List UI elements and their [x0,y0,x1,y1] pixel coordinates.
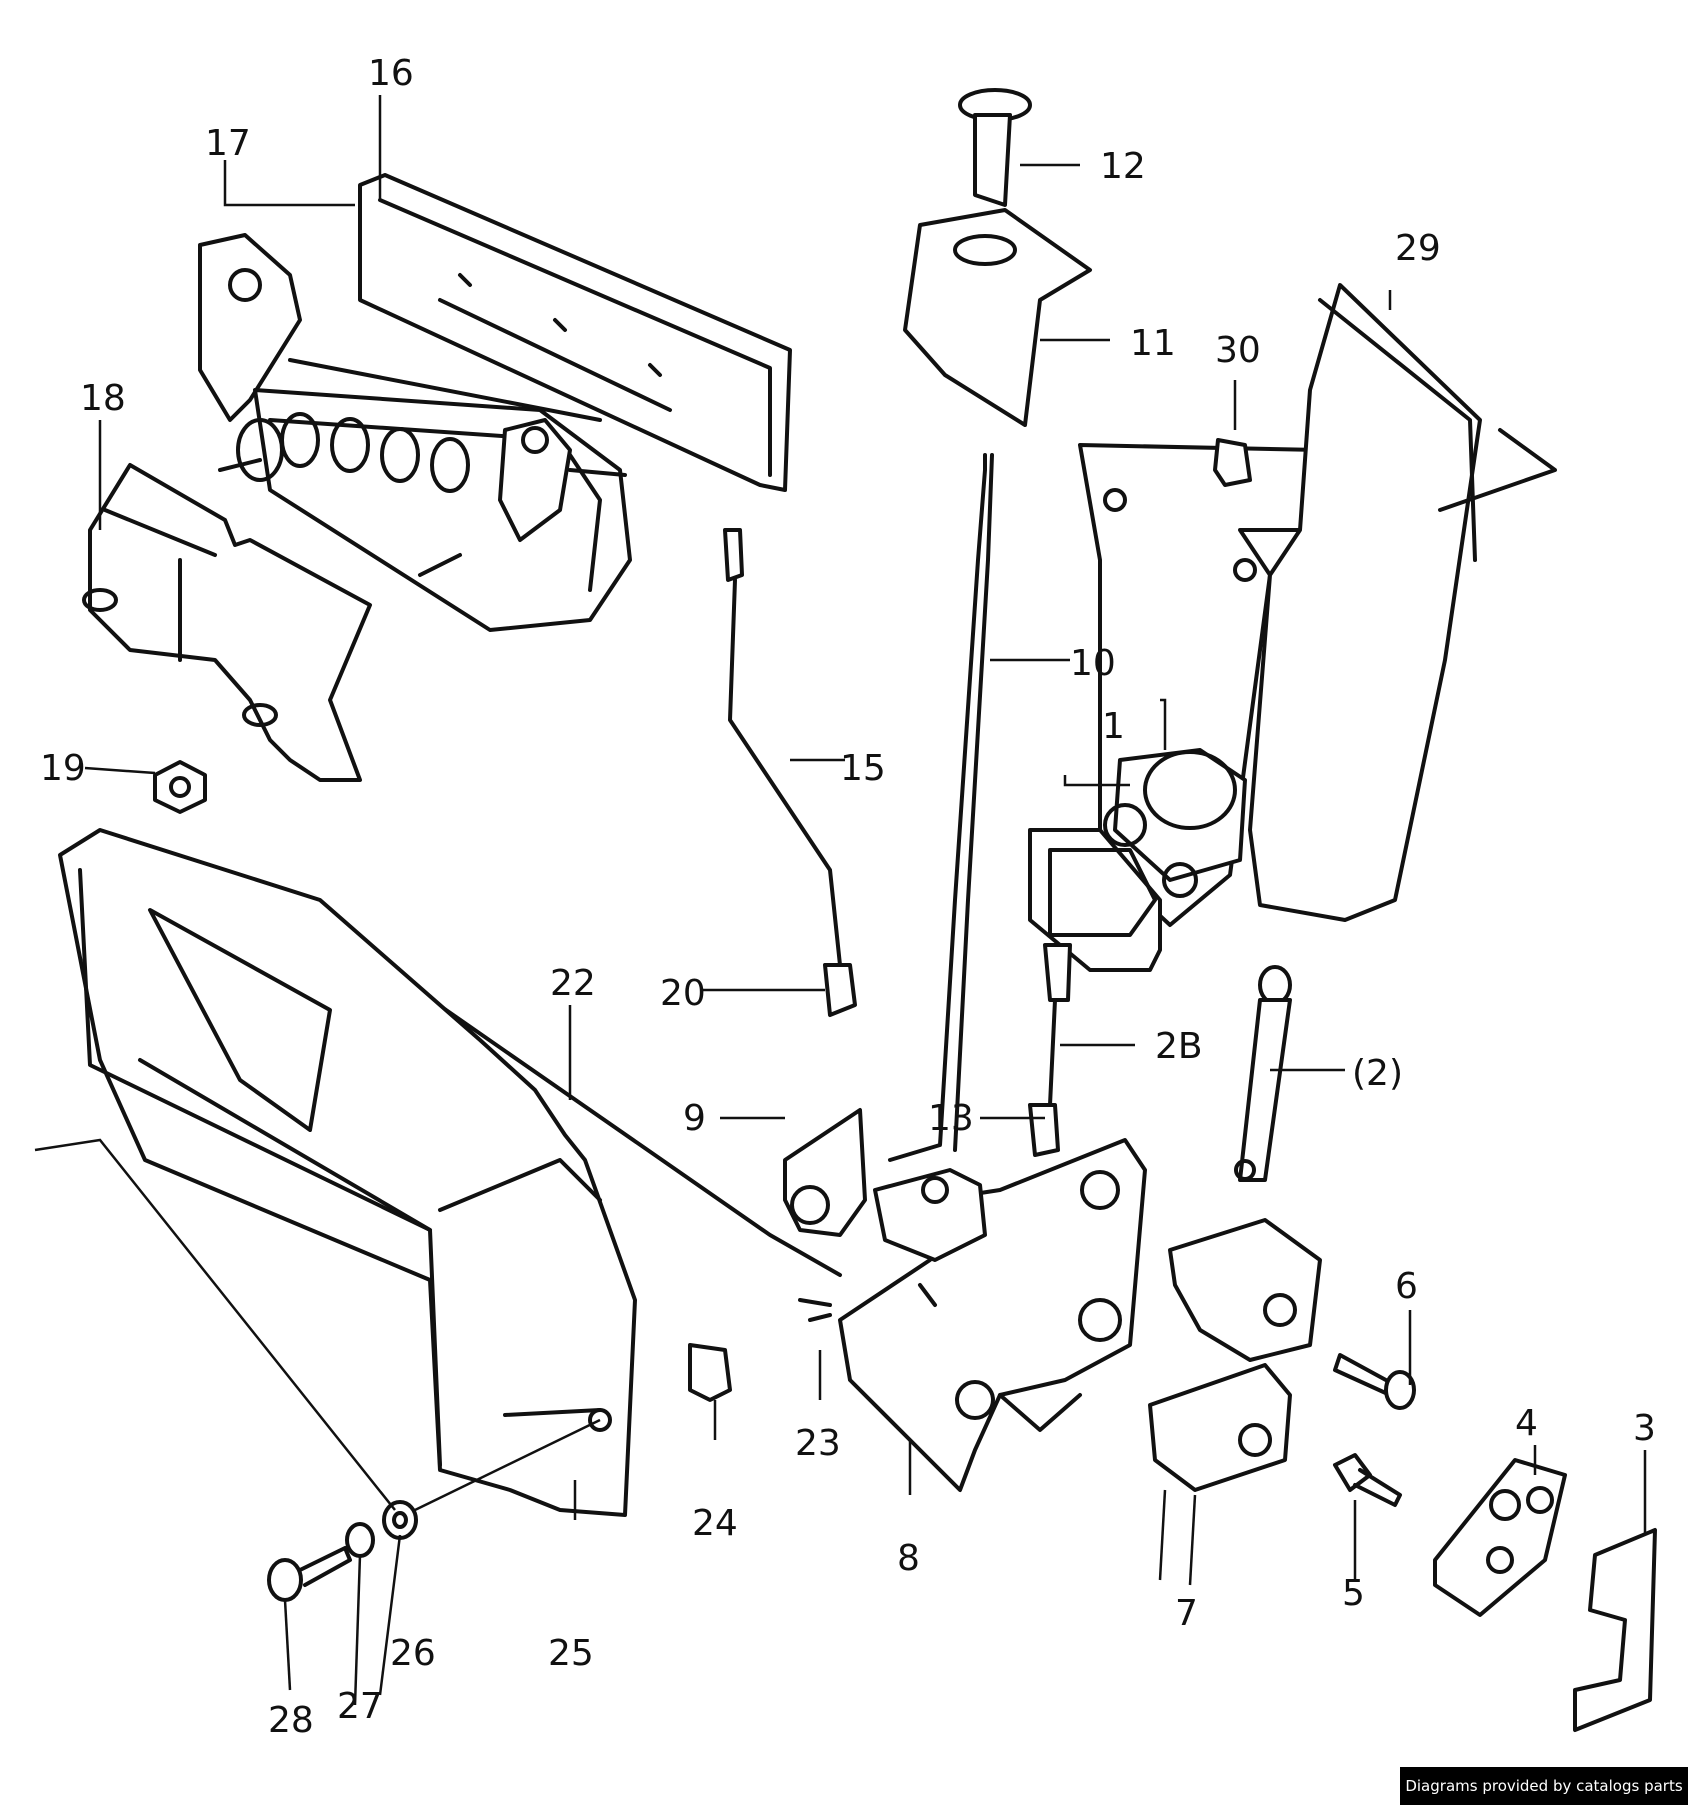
callout-2p: (2) [1352,1053,1403,1094]
callout-2B: 2B [1155,1026,1203,1067]
part-25-inner-panel [58,828,637,1517]
footer-credit: Diagrams provided by catalogs parts [1400,1767,1688,1805]
part-30-clip [1213,438,1252,487]
part-5-bolt [1333,1453,1402,1507]
callout-16: 16 [368,53,414,94]
part-8-lock-mechanism [838,1138,1147,1492]
part-7-striker-block [1148,1218,1322,1492]
part-16-handle-cover [358,173,792,492]
callout-12: 12 [1100,146,1146,187]
part-4-plate [1433,1458,1567,1617]
leader-lines [34,95,1647,1706]
part-24-connector [688,1343,732,1402]
callout-26: 26 [390,1633,436,1674]
callout-29: 29 [1395,228,1441,269]
callout-17: 17 [205,123,251,164]
part-28-screw [267,1546,352,1602]
callout-24: 24 [692,1503,738,1544]
callout-15: 15 [840,748,886,789]
callout-10: 10 [1070,643,1116,684]
part-12-pin [958,88,1032,207]
part-18-bracket [82,463,372,782]
part-23-clip [798,1298,832,1322]
part-6-screw [1333,1353,1416,1410]
part-9-lever [783,1108,867,1237]
callout-8: 8 [897,1538,920,1579]
callout-20: 20 [660,973,706,1014]
callout-3: 3 [1633,1408,1656,1449]
part-19-nut [153,760,207,814]
callout-19: 19 [40,748,86,789]
part-20-clip [823,963,857,1017]
part-3-shim [1573,1528,1657,1732]
part-17-handle-assembly [198,233,632,632]
callout-6: 6 [1395,1266,1418,1307]
callout-1: 1 [1102,706,1125,747]
part-10-rod [888,453,994,1162]
part-1-lock-cylinder [1028,748,1247,972]
callout-28: 28 [268,1700,314,1741]
callout-7: 7 [1175,1593,1198,1634]
part-2-rod-end [1234,965,1292,1182]
callout-18: 18 [80,378,126,419]
callout-9: 9 [683,1098,706,1139]
callout-30: 30 [1215,330,1261,371]
part-26-washer [382,1500,418,1540]
callout-27: 27 [337,1686,383,1727]
callout-23: 23 [795,1423,841,1464]
part-11-lock-housing [903,208,1092,427]
part-27-lock-washer [345,1522,375,1558]
callout-labels: 16 17 18 19 12 11 29 30 10 1 15 20 22 2B… [40,53,1656,1741]
callout-13: 13 [928,1098,974,1139]
part-15-link-rod [723,528,842,967]
callout-5: 5 [1342,1573,1365,1614]
part-2B-link [1028,943,1072,1157]
callout-22: 22 [550,963,596,1004]
callout-25: 25 [548,1633,594,1674]
callout-4: 4 [1515,1403,1538,1444]
callout-11: 11 [1130,323,1176,364]
